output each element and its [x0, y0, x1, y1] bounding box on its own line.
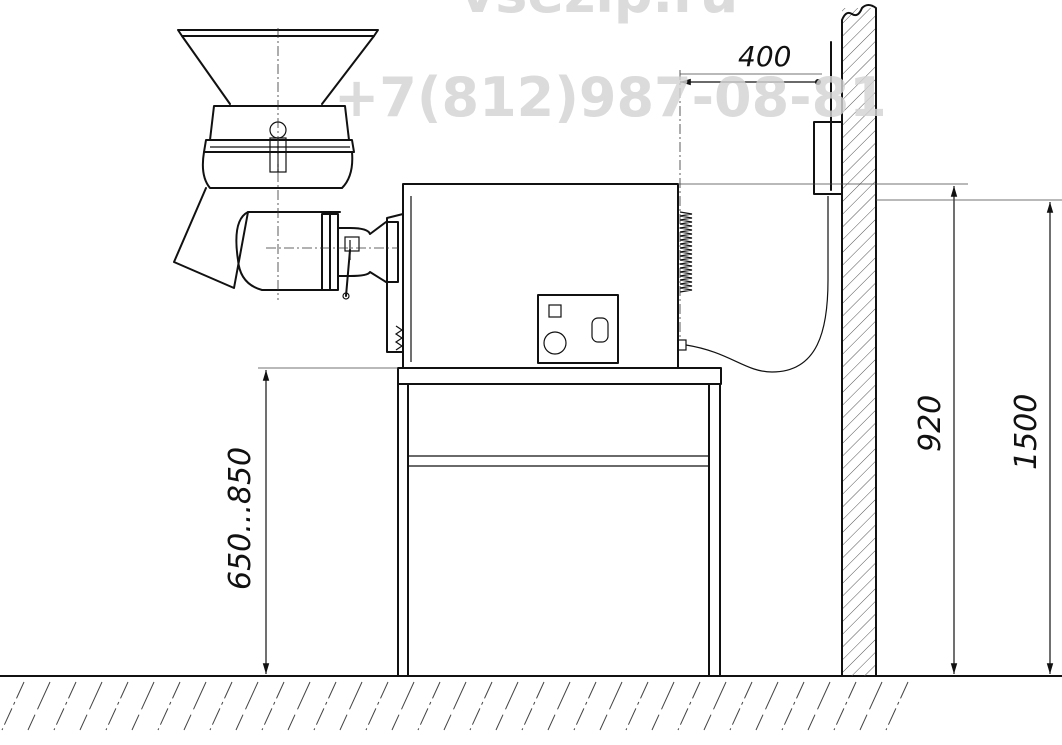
floor-hatch-stroke — [53, 681, 77, 731]
floor-hatch-stroke — [807, 681, 831, 731]
watermark: vsezip.ru +7(812)987-08-81 — [334, 0, 887, 129]
floor-hatch-stroke — [781, 681, 805, 731]
floor-hatch-stroke — [469, 681, 493, 731]
stop-button-icon — [591, 317, 609, 343]
table-stand — [397, 367, 722, 677]
floor-hatch-stroke — [859, 681, 883, 731]
floor-hatch-stroke — [365, 681, 389, 731]
floor-hatch-stroke — [833, 681, 857, 731]
feed-neck — [173, 187, 341, 289]
floor-hatch-stroke — [339, 681, 363, 731]
floor-hatch-stroke — [885, 681, 909, 731]
power-cable — [685, 196, 829, 373]
floor-hatch-stroke — [599, 681, 623, 731]
grinder-housing — [235, 211, 399, 300]
control-panel — [537, 294, 619, 364]
floor-hatch-stroke — [729, 681, 753, 731]
dimension-label-1500: 1500 — [1009, 394, 1044, 470]
floor-hatch-stroke — [495, 681, 519, 731]
dimension-400: 400 — [680, 40, 822, 86]
floor-hatch-stroke — [547, 681, 571, 731]
floor-hatch-stroke — [573, 681, 597, 731]
floor-hatch-stroke — [209, 681, 233, 731]
floor-hatch-stroke — [313, 681, 337, 731]
dimension-label-400: 400 — [738, 40, 791, 73]
floor-hatch-stroke — [157, 681, 181, 731]
floor-hatch-stroke — [287, 681, 311, 731]
indicator-lamp-icon — [548, 304, 562, 318]
floor-hatch-stroke — [79, 681, 103, 731]
floor-hatch-stroke — [27, 681, 51, 731]
floor-hatch-stroke — [755, 681, 779, 731]
floor-hatch-stroke — [443, 681, 467, 731]
dimension-label-650-850: 650...850 — [223, 447, 258, 590]
dimension-1500: 1500 — [876, 199, 1062, 674]
floor-hatch-stroke — [105, 681, 129, 731]
floor — [0, 675, 1062, 731]
floor-hatch-stroke — [651, 681, 675, 731]
floor-hatch-stroke — [235, 681, 259, 731]
watermark-phone: +7(812)987-08-81 — [334, 66, 887, 129]
floor-hatch-stroke — [417, 681, 441, 731]
wall — [830, 4, 877, 677]
floor-hatch-stroke — [183, 681, 207, 731]
floor-hatch-stroke — [391, 681, 415, 731]
dimension-920: 920 — [678, 183, 968, 674]
floor-hatching — [1, 681, 909, 731]
floor-hatch-stroke — [1, 681, 25, 731]
machine-body — [386, 183, 693, 369]
floor-hatch-stroke — [261, 681, 285, 731]
start-button-icon — [543, 331, 567, 355]
dimension-650-850: 650...850 — [223, 367, 398, 674]
hopper — [177, 29, 379, 189]
floor-hatch-stroke — [625, 681, 649, 731]
dimension-label-920: 920 — [913, 395, 948, 452]
wall-socket — [813, 121, 843, 195]
watermark-site: vsezip.ru — [460, 0, 738, 25]
floor-hatch-stroke — [677, 681, 701, 731]
floor-hatch-stroke — [703, 681, 727, 731]
floor-hatch-stroke — [131, 681, 155, 731]
floor-hatch-stroke — [521, 681, 545, 731]
